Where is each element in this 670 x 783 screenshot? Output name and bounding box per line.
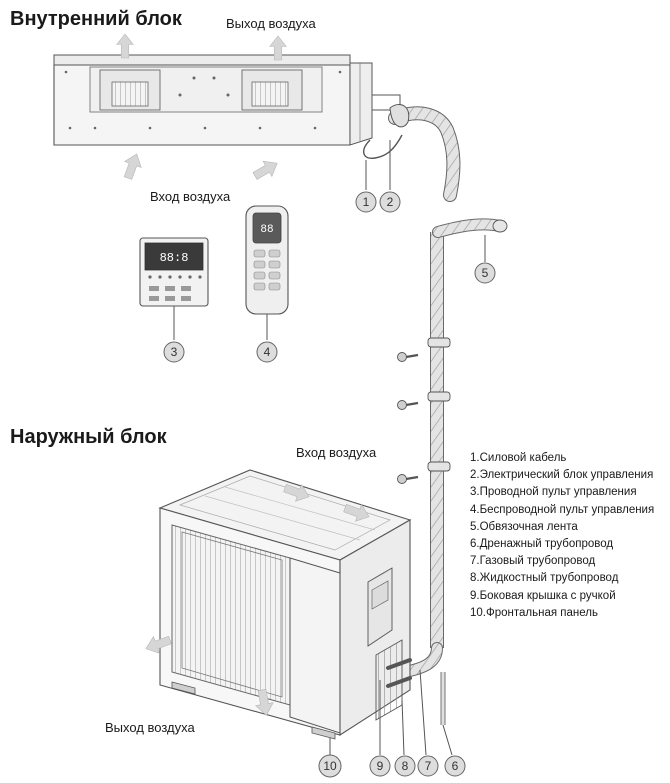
legend-item: 5.Обвязочная лента	[470, 520, 578, 533]
callout-1: 1	[355, 191, 377, 213]
svg-text:5: 5	[482, 266, 489, 280]
svg-text:9: 9	[377, 759, 384, 773]
wall-screws	[397, 352, 419, 484]
legend-item: 7.Газовый трубопровод	[470, 555, 596, 568]
legend-item: 3.Проводной пульт управления	[470, 486, 637, 499]
callout-7: 7	[417, 755, 439, 777]
legend-item: 9.Боковая крышка с ручкой	[470, 589, 616, 602]
air-outlet-indoor-label: Выход воздуха	[226, 16, 316, 31]
components-legend: 1.Силовой кабель 2.Электрический блок уп…	[470, 450, 654, 622]
legend-item: 4.Беспроводной пульт управления	[470, 503, 655, 516]
outdoor-unit	[158, 469, 412, 740]
remote-display: 88	[260, 224, 273, 236]
air-inlet-outdoor-label: Вход воздуха	[296, 445, 377, 460]
indoor-duct-unit	[53, 54, 461, 202]
svg-text:3: 3	[171, 345, 178, 359]
svg-text:2: 2	[387, 195, 394, 209]
callout-5: 5	[474, 262, 496, 284]
legend-item: 1.Силовой кабель	[470, 452, 567, 464]
callout-2: 2	[379, 191, 401, 213]
svg-text:1: 1	[363, 195, 370, 209]
legend-item: 6.Дренажный трубопровод	[470, 538, 614, 551]
air-outlet-outdoor-label: Выход воздуха	[105, 720, 195, 735]
callout-markers: 1 2 3 4 5 6 7 8	[163, 191, 496, 778]
wired-panel-display: 88:8	[160, 251, 189, 265]
wireless-remote: 88	[245, 205, 289, 340]
callout-3: 3	[163, 341, 185, 363]
air-inlet-indoor-label: Вход воздуха	[150, 189, 231, 204]
callout-10: 10	[318, 754, 342, 778]
callout-8: 8	[394, 755, 416, 777]
svg-text:4: 4	[264, 345, 271, 359]
svg-text:7: 7	[425, 759, 432, 773]
outdoor-unit-heading: Наружный блок	[10, 426, 167, 448]
svg-text:8: 8	[402, 759, 409, 773]
callout-6: 6	[444, 755, 466, 777]
legend-item: 10.Фронтальная панель	[470, 606, 598, 619]
legend-item: 2.Электрический блок управления	[470, 469, 654, 482]
callout-4: 4	[256, 341, 278, 363]
wired-controller: 88:8	[139, 237, 209, 340]
svg-text:6: 6	[452, 759, 459, 773]
callout-leaders	[329, 140, 453, 756]
legend-item: 8.Жидкостный трубопровод	[470, 572, 619, 585]
callout-9: 9	[369, 755, 391, 777]
svg-text:10: 10	[323, 759, 337, 773]
indoor-unit-heading: Внутренний блок	[10, 8, 182, 30]
